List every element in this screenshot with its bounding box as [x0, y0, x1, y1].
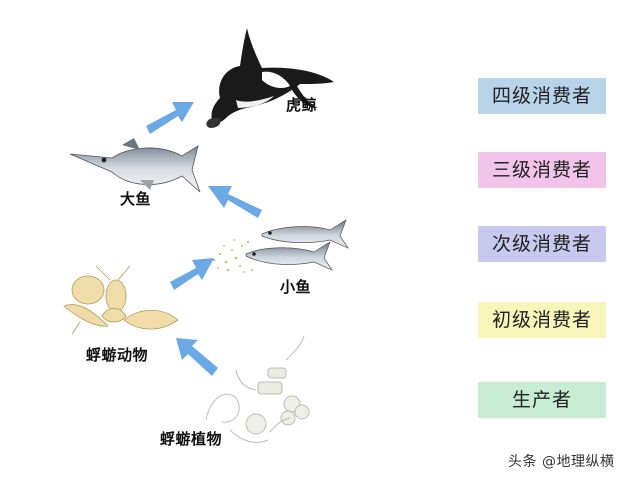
level-quaternary-consumer: 四级消费者 [478, 78, 606, 114]
orca-illustration [206, 28, 334, 128]
arrow-big-fish-to-orca [146, 102, 194, 134]
level-primary-consumer: 初级消费者 [478, 302, 606, 338]
phytoplankton-illustration [205, 335, 310, 443]
level-tertiary-consumer: 三级消费者 [478, 152, 606, 188]
small-fish-label: 小鱼 [280, 278, 312, 296]
zooplankton-label: 蜉蝣动物 [86, 346, 149, 364]
small-fish-illustration [209, 219, 349, 273]
arrow-zooplankton-to-small-fish [170, 258, 214, 290]
arrow-phytoplankton-to-zooplankton [176, 338, 218, 376]
level-secondary-consumer: 次级消费者 [478, 226, 606, 262]
watermark: 头条 @地理纵横 [508, 454, 615, 470]
orca-label: 虎鲸 [286, 96, 318, 114]
big-fish-illustration [69, 138, 201, 193]
zooplankton-illustration [63, 265, 179, 335]
arrows [146, 102, 262, 376]
arrow-small-fish-to-big-fish [208, 186, 262, 218]
level-producer: 生产者 [478, 382, 606, 418]
big-fish-label: 大鱼 [120, 190, 152, 208]
phytoplankton-label: 蜉蝣植物 [160, 430, 223, 448]
